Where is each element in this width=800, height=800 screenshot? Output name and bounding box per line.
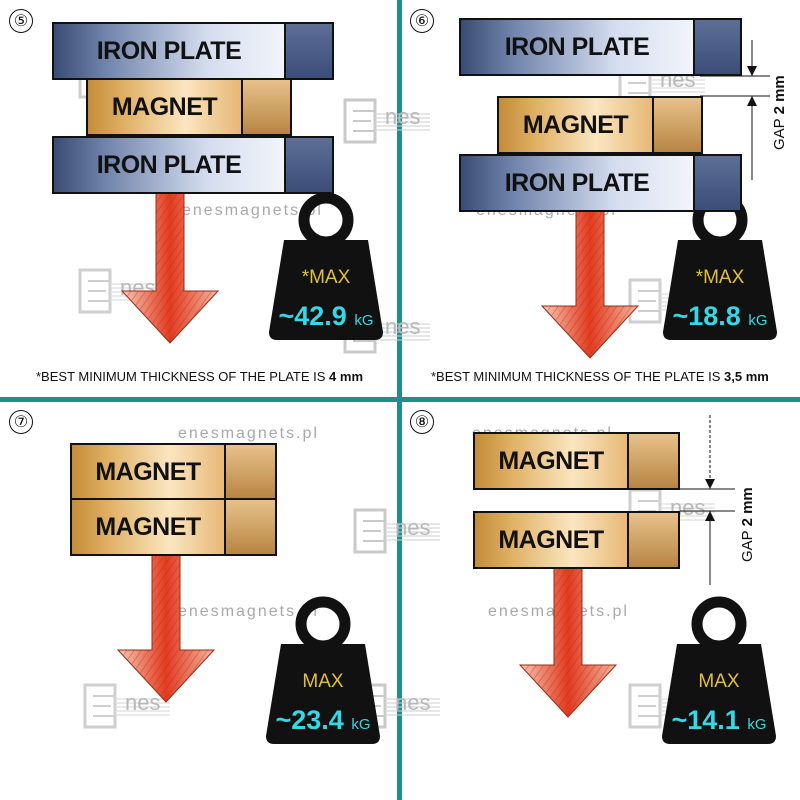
logo-text: nes: [395, 690, 431, 715]
magnet-block: MAGNET: [70, 498, 277, 556]
site-watermark: enesmagnets.pl: [178, 425, 319, 442]
magnet-block: MAGNET: [473, 511, 680, 569]
max-label: *MAX: [301, 267, 351, 288]
iron-plate-label: IRON PLATE: [504, 32, 650, 61]
gap-label: GAP 2 mm: [771, 75, 788, 150]
iron-plate: IRON PLATE: [52, 22, 334, 80]
horizontal-divider: [0, 397, 800, 402]
thickness-note: *BEST MINIMUM THICKNESS OF THE PLATE IS …: [36, 369, 364, 384]
magnet-label: MAGNET: [522, 110, 629, 139]
quadrant-number: ⑤: [9, 9, 33, 33]
force-value: ~14.1 kG: [671, 705, 767, 735]
magnet-block: MAGNET: [497, 96, 703, 154]
max-force-q6: *MAX ~18.8 kG: [664, 265, 776, 340]
iron-plate-label: IRON PLATE: [96, 36, 242, 65]
logo-text: nes: [395, 515, 431, 540]
iron-plate: IRON PLATE: [459, 18, 742, 76]
iron-plate-edge: [693, 156, 740, 210]
logo-text: nes: [125, 690, 161, 715]
max-force-q8: MAX ~14.1 kG: [663, 669, 775, 744]
max-label: MAX: [698, 671, 740, 692]
iron-plate-label: IRON PLATE: [96, 150, 242, 179]
iron-plate-edge: [693, 20, 740, 74]
thickness-note: *BEST MINIMUM THICKNESS OF THE PLATE IS …: [431, 369, 769, 384]
max-label: MAX: [302, 671, 344, 692]
iron-plate-edge: [284, 24, 332, 78]
iron-plate-label: IRON PLATE: [504, 168, 650, 197]
magnet-block: MAGNET: [473, 432, 680, 490]
max-label: *MAX: [695, 267, 745, 288]
quadrant-number: ⑧: [410, 410, 434, 434]
quadrant-number: ⑦: [9, 410, 33, 434]
force-value: ~23.4 kG: [275, 705, 371, 735]
max-force-q5: *MAX ~42.9 kG: [270, 265, 382, 340]
logo-text: nes: [385, 314, 421, 339]
magnet-edge: [224, 500, 275, 554]
force-value: ~42.9 kG: [278, 301, 374, 331]
iron-plate: IRON PLATE: [459, 154, 742, 212]
gap-indicator: [700, 40, 770, 180]
magnet-label: MAGNET: [498, 525, 604, 554]
site-watermark: enesmagnets.pl: [182, 202, 323, 219]
magnet-block: MAGNET: [70, 443, 277, 501]
magnet-edge: [627, 513, 678, 567]
magnet-block: MAGNET: [86, 78, 292, 136]
magnet-label: MAGNET: [95, 457, 201, 486]
gap-indicator: [680, 415, 735, 585]
magnet-label: MAGNET: [498, 446, 604, 475]
magnet-label: MAGNET: [95, 512, 201, 541]
magnet-edge: [241, 80, 290, 134]
magnet-edge: [652, 98, 701, 152]
site-watermark: enesmagnets.pl: [178, 603, 319, 620]
gap-label: GAP 2 mm: [739, 487, 756, 562]
quadrant-number: ⑥: [410, 9, 434, 33]
iron-plate-edge: [284, 138, 332, 192]
force-value: ~18.8 kG: [672, 301, 768, 331]
logo-text: nes: [385, 104, 421, 129]
magnet-edge: [224, 445, 275, 499]
max-force-q7: MAX ~23.4 kG: [267, 669, 379, 744]
magnet-edge: [627, 434, 678, 488]
magnet-label: MAGNET: [111, 92, 218, 121]
iron-plate: IRON PLATE: [52, 136, 334, 194]
